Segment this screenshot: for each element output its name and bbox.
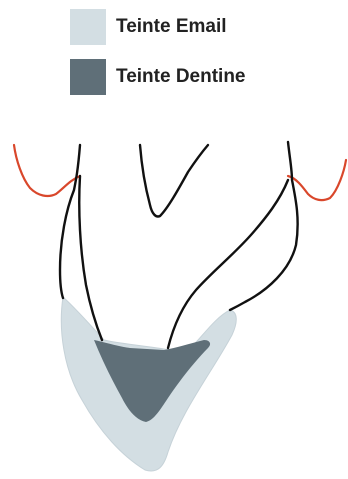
outline-right-outer (230, 142, 298, 310)
gingiva-line-left (14, 145, 80, 196)
outline-pulp-horn (140, 145, 208, 217)
outline-left-outer (60, 145, 80, 298)
outline-left-inner (79, 176, 102, 340)
gingiva-line-right (288, 160, 346, 200)
